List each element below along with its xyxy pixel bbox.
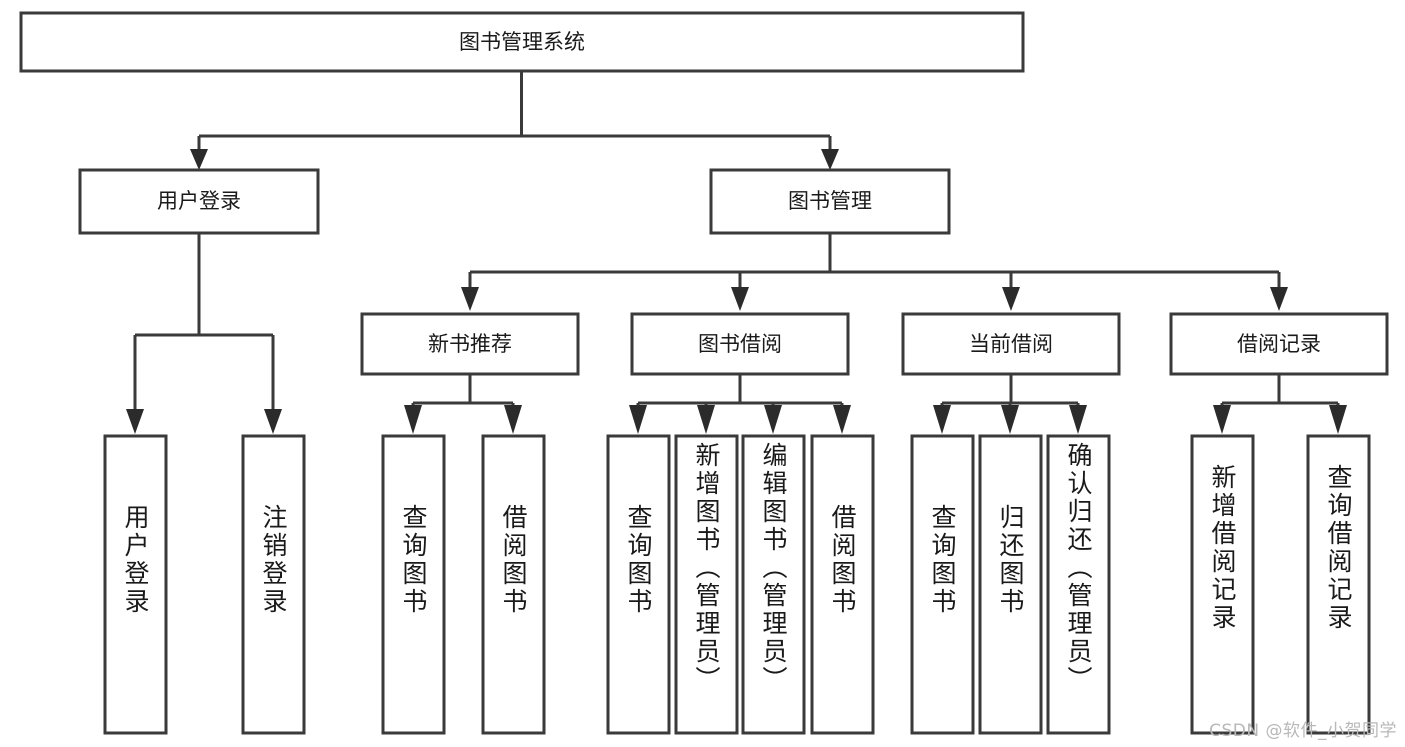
node-user-login[interactable]: 用户登录 <box>78 168 320 235</box>
leaf-box-query-book-bb[interactable] <box>606 434 671 735</box>
arrow-head-icon <box>697 405 715 434</box>
arrow-head-icon <box>731 287 749 311</box>
arrow-head-icon <box>629 405 647 434</box>
leaf-box-edit-book-admin[interactable] <box>741 434 806 735</box>
arrow-head-icon <box>504 405 522 434</box>
node-box-borrow-record <box>1169 312 1389 376</box>
node-box-book-management <box>709 168 951 235</box>
leaf-box-return-book[interactable] <box>978 434 1043 735</box>
node-label-book-management: 图书管理 <box>788 189 872 213</box>
leaf-box-borrow-book-nbr[interactable] <box>481 434 546 735</box>
arrow-head-icon <box>1270 287 1288 311</box>
leaf-box-confirm-return-admin[interactable] <box>1046 434 1111 735</box>
node-label-borrow-record: 借阅记录 <box>1237 332 1321 356</box>
arrow-head-icon <box>461 287 479 311</box>
node-book-management[interactable]: 图书管理 <box>709 168 951 235</box>
arrow-head-icon <box>933 405 951 434</box>
leaf-box-logout[interactable] <box>241 434 306 735</box>
leaf-box-query-book-nbr[interactable] <box>381 434 446 735</box>
arrow-head-icon <box>126 409 144 434</box>
arrow-head-icon <box>1002 287 1020 311</box>
node-box-new-book-recommend <box>360 312 580 376</box>
arrow-head-icon <box>833 405 851 434</box>
leaf-box-query-book-cb[interactable] <box>910 434 975 735</box>
leaf-box-query-borrow-record[interactable] <box>1306 434 1371 735</box>
node-box-book-borrow <box>630 312 850 376</box>
leaf-box-borrow-book-bb[interactable] <box>810 434 875 735</box>
arrow-head-icon <box>264 409 282 434</box>
arrow-head-icon <box>821 149 839 170</box>
leaf-box-add-borrow-record[interactable] <box>1190 434 1255 735</box>
node-new-book-recommend[interactable]: 新书推荐 <box>360 312 580 376</box>
arrow-head-icon <box>1001 405 1019 434</box>
node-label-new-book-recommend: 新书推荐 <box>428 332 512 356</box>
connector-layer <box>126 71 1347 434</box>
arrow-head-icon <box>764 405 782 434</box>
node-label-current-borrow: 当前借阅 <box>969 332 1053 356</box>
node-label-root: 图书管理系统 <box>459 30 585 54</box>
watermark-text: CSDN @软件_小贺同学 <box>1209 721 1397 741</box>
node-book-borrow[interactable]: 图书借阅 <box>630 312 850 376</box>
arrow-head-icon <box>190 149 208 170</box>
node-label-user-login: 用户登录 <box>157 189 241 213</box>
arrow-head-icon <box>1069 405 1087 434</box>
node-borrow-record[interactable]: 借阅记录 <box>1169 312 1389 376</box>
arrow-head-icon <box>1213 405 1231 434</box>
node-current-borrow[interactable]: 当前借阅 <box>901 312 1121 376</box>
node-root-book-management-system[interactable]: 图书管理系统 <box>19 11 1025 73</box>
node-box-current-borrow <box>901 312 1121 376</box>
leaf-box-add-book-admin[interactable] <box>674 434 739 735</box>
arrow-head-icon <box>404 405 422 434</box>
leaf-box-layer <box>103 434 1371 735</box>
node-label-book-borrow: 图书借阅 <box>698 332 782 356</box>
arrow-head-icon <box>1329 405 1347 434</box>
node-box-user-login <box>78 168 320 235</box>
node-box-root <box>19 11 1025 73</box>
leaf-box-user-login[interactable] <box>103 434 168 735</box>
